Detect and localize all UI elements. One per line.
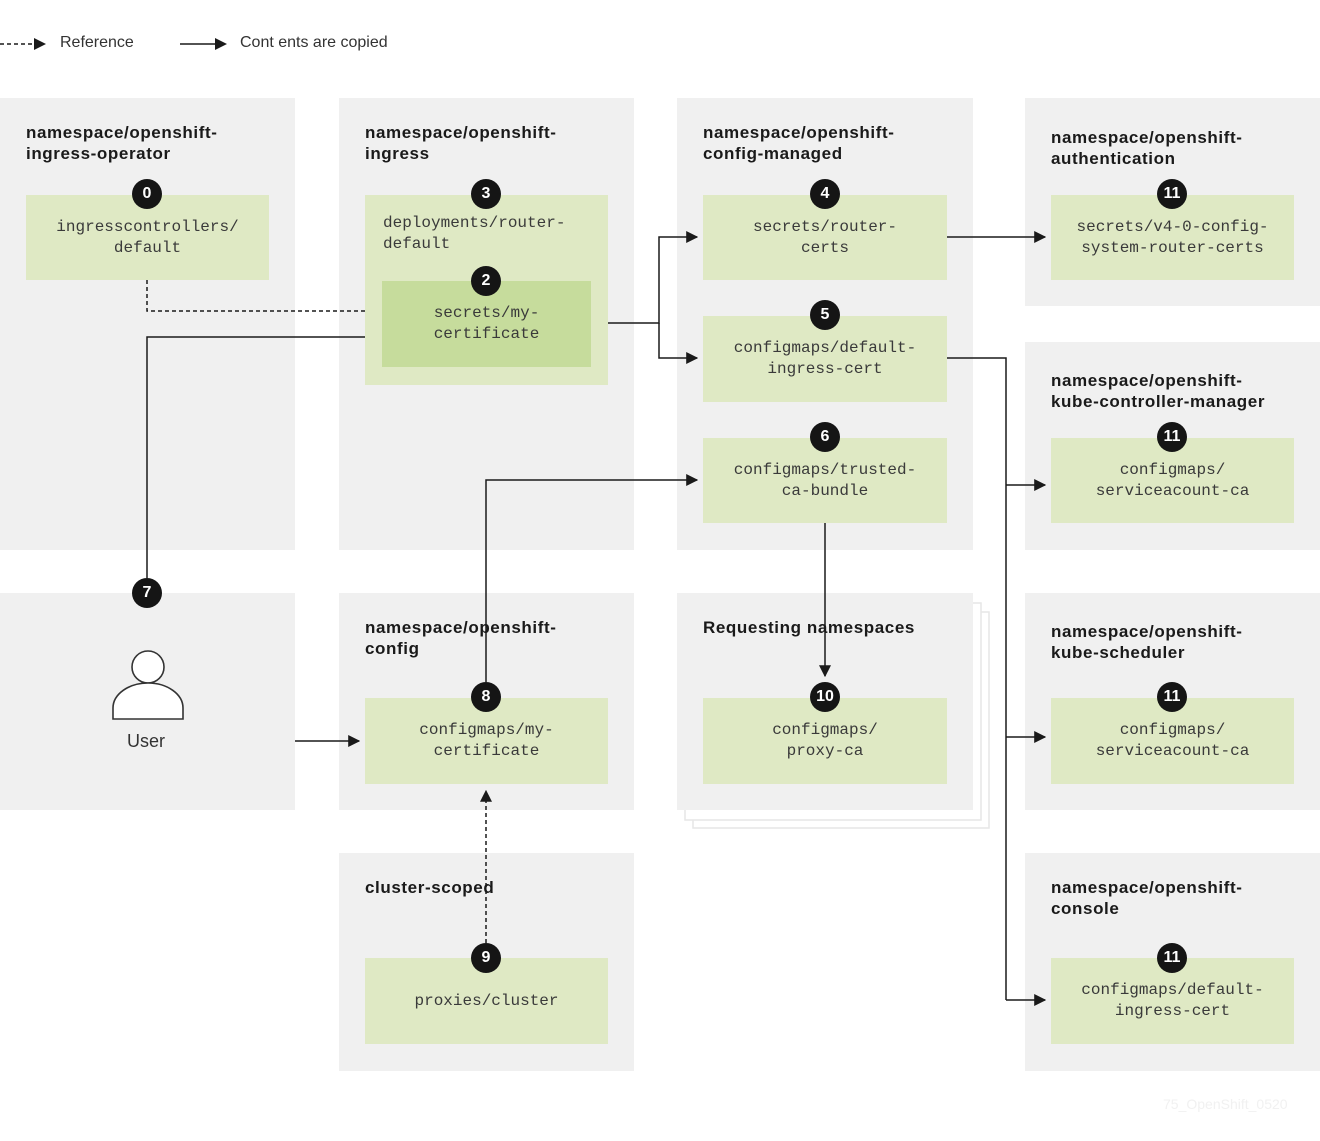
- legend-copied-label: Cont ents are copied: [240, 34, 388, 51]
- step-badge-6: 6: [810, 422, 840, 452]
- resource-label: configmaps/ serviceacount-ca: [1095, 460, 1250, 500]
- step-badge-11-kube-scheduler: 11: [1157, 682, 1187, 712]
- step-badge-2: 2: [471, 266, 501, 296]
- step-badge-11-console: 11: [1157, 943, 1187, 973]
- namespace-title-requesting: Requesting namespaces: [703, 618, 915, 637]
- stacked-namespaces-shadow-2: [692, 611, 990, 829]
- copy-default-ingress-cert-trunk: [947, 357, 1007, 1000]
- legend-copied-arrowhead: [215, 38, 227, 50]
- resource-ingresscontrollers-default: ingresscontrollers/ default: [26, 195, 269, 280]
- resource-label: configmaps/default- ingress-cert: [1081, 981, 1264, 1020]
- resource-label: proxies/cluster: [414, 991, 559, 1010]
- resource-configmaps-default-ingress-cert: configmaps/default- ingress-cert: [703, 316, 947, 402]
- copy-user-to-secret: [146, 331, 378, 578]
- legend-lines: [0, 38, 227, 50]
- copy-config-certificate-to-trusted-ca-bundle: [485, 474, 699, 682]
- step-badge-11-kube-controller-manager: 11: [1157, 422, 1187, 452]
- step-badge-10: 10: [810, 682, 840, 712]
- step-badge-0: 0: [132, 179, 162, 209]
- resource-label: configmaps/ proxy-ca: [772, 721, 878, 760]
- resource-secrets-v4-0-config-system-router-certs: secrets/v4-0-config- system-router-certs: [1051, 195, 1294, 280]
- step-badge-8: 8: [471, 682, 501, 712]
- resource-configmaps-serviceaccount-ca-kcm: configmaps/ serviceacount-ca: [1051, 438, 1294, 523]
- resource-configmaps-serviceaccount-ca-scheduler: configmaps/ serviceacount-ca: [1051, 698, 1294, 784]
- resource-label: ingresscontrollers/ default: [56, 217, 239, 257]
- figure-watermark: 75_OpenShift_0520: [1163, 1096, 1288, 1112]
- namespace-title-ingress: namespace/openshift- ingress: [365, 123, 557, 163]
- resource-label: secrets/v4-0-config- system-router-certs: [1076, 217, 1269, 257]
- step-badge-5: 5: [810, 300, 840, 330]
- resource-configmaps-my-certificate: configmaps/my- certificate: [365, 698, 608, 784]
- namespace-title-config-managed: namespace/openshift- config-managed: [703, 123, 895, 163]
- namespace-title-config: namespace/openshift- config: [365, 618, 557, 658]
- stacked-namespaces-shadow-1: [684, 602, 982, 821]
- step-badge-3: 3: [471, 179, 501, 209]
- reference-ingresscontroller-to-secret: [146, 280, 378, 317]
- namespace-title-authentication: namespace/openshift- authentication: [1051, 128, 1243, 168]
- legend-reference-arrowhead: [34, 38, 46, 50]
- user-icon: [112, 650, 184, 720]
- resource-label: configmaps/my- certificate: [419, 721, 554, 760]
- namespace-title-ingress-operator: namespace/openshift- ingress-operator: [26, 123, 218, 163]
- step-badge-7: 7: [132, 578, 162, 608]
- namespace-title-kube-scheduler: namespace/openshift- kube-scheduler: [1051, 622, 1243, 662]
- user-label: User: [127, 731, 166, 751]
- resource-secrets-router-certs: secrets/router- certs: [703, 195, 947, 280]
- resource-label: configmaps/ serviceacount-ca: [1095, 721, 1250, 760]
- step-badge-11-authentication: 11: [1157, 179, 1187, 209]
- copy-secret-to-router-certs: [591, 231, 699, 324]
- resource-label: configmaps/default- ingress-cert: [733, 339, 917, 378]
- resource-configmaps-trusted-ca-bundle: configmaps/trusted- ca-bundle: [703, 438, 947, 523]
- resource-label: secrets/my- certificate: [433, 304, 540, 343]
- copy-secret-to-default-ingress-cert: [658, 323, 699, 364]
- resource-label: secrets/router- certs: [752, 217, 898, 257]
- step-badge-9: 9: [471, 943, 501, 973]
- namespace-title-kube-controller-manager: namespace/openshift- kube-controller-man…: [1051, 371, 1266, 411]
- resource-label: configmaps/trusted- ca-bundle: [733, 460, 917, 500]
- namespace-title-cluster-scoped: cluster-scoped: [365, 878, 495, 897]
- resource-configmaps-proxy-ca: configmaps/ proxy-ca: [703, 698, 947, 784]
- resource-label: deployments/router- default: [383, 214, 566, 253]
- legend-reference-label: Reference: [60, 34, 134, 51]
- step-badge-4: 4: [810, 179, 840, 209]
- namespace-title-console: namespace/openshift- console: [1051, 878, 1243, 918]
